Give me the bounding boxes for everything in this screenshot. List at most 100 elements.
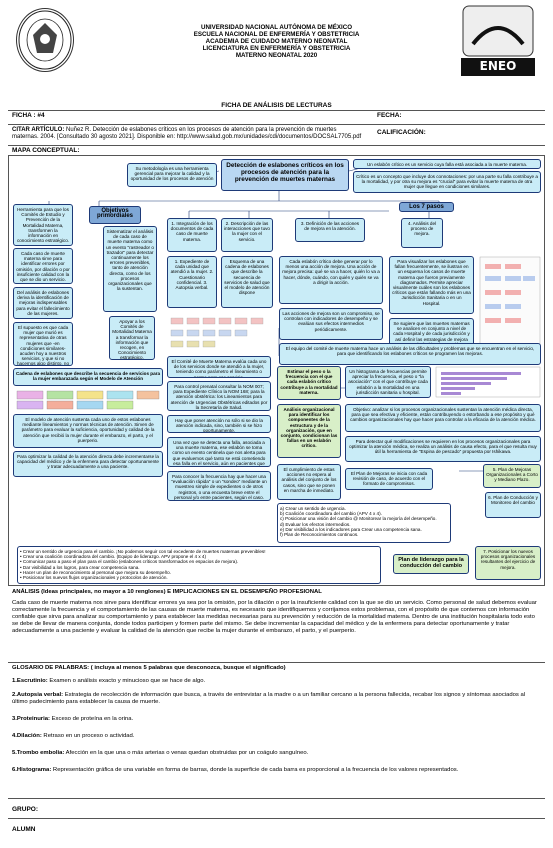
- paso-4-box: 4. Análisis del proceso de mejora.: [401, 218, 443, 248]
- control-prenatal-box: Para control prenatal consultar la NOM 0…: [167, 381, 271, 411]
- optimizar-box: Para optimizar la calidad de la atención…: [13, 451, 163, 477]
- glosario-def: Exceso de proteína en la orina.: [49, 716, 134, 722]
- cadena-diagram-thumbnail: [15, 389, 161, 411]
- header-line-2: ESCUELA NACIONAL DE ENFERMERÍA Y OBSTETR…: [193, 31, 360, 38]
- paso-4-detail-box: Para visualizar los eslabones que fallan…: [389, 256, 474, 314]
- cumplimiento-box: El cumplimiento de estas acciones no esp…: [277, 464, 341, 500]
- cases-diagram-thumbnail: [479, 256, 541, 346]
- glosario-term: 5.Trombo embolia:: [12, 750, 65, 756]
- glosario-item: 2.Autopsia verbal: Estrategia de recolec…: [12, 692, 539, 706]
- metodologia-box: Su metodología es una herramienta gerenc…: [127, 163, 217, 187]
- center-title-box: Detección de eslabones críticos en los p…: [221, 159, 349, 191]
- glosario-term: 1.Escrutinio:: [12, 678, 48, 684]
- lista-item: e) Dar visibilidad a los indicadores par…: [280, 526, 422, 532]
- analisis-title: ANÁLISIS (Ideas principales, no mayor a …: [12, 589, 322, 595]
- glosario-def: Estrategia de recolección de información…: [12, 692, 526, 705]
- glosario-term: 4.Dilación:: [12, 733, 42, 739]
- frecuencia-box: Para conocer la frecuencia hay que hacer…: [167, 471, 271, 501]
- paso-5-box: 5. Plan de Mejoras Organizacionales a Co…: [483, 464, 541, 488]
- bullet-item: • Crear un sentido de urgencia para el c…: [20, 549, 266, 554]
- glosario-item: 5.Trombo embolia: Afección en la que una…: [12, 750, 539, 757]
- paso-1-box: 1. Integración de los documentos de cada…: [167, 218, 217, 252]
- lista-item: c) Posicionar una visión del cambio @ Mo…: [280, 516, 437, 522]
- unam-seal-icon: [16, 8, 74, 72]
- eneo-logo-icon: ENEO: [455, 4, 540, 79]
- espina-pescado-box: Para detectar qué modificaciones se requ…: [345, 436, 541, 462]
- glosario-item: 3.Proteinuria: Exceso de proteína en la …: [12, 716, 539, 723]
- apoyar-box: Apoyar a los Comités de Mortalidad Mater…: [109, 316, 155, 360]
- estimar-peso-box: Estimar el peso o la frecuencia con el q…: [277, 366, 341, 400]
- equipo-comite-box: El equipo del comité de muerte materna h…: [279, 343, 541, 365]
- bullet-item: • Dar visibilidad a los logros, para cre…: [20, 564, 140, 570]
- lista-item: b) Coalición coordinadora del cambio (AP…: [280, 511, 382, 517]
- del-analisis-box: Del análisis de eslabones deriva la iden…: [13, 287, 73, 319]
- glosario-def: Examen o análisis exacto y minucioso que…: [47, 678, 206, 684]
- bullet-item: • Posicionar los nuevos flujos organizac…: [20, 575, 168, 581]
- objetivo-organizacional-box: Objetivo: analizar si los procesos organ…: [345, 404, 541, 432]
- paso-2-detail-box: Esquema de una cadena de eslabones que d…: [221, 256, 273, 308]
- comite-evalua-box: El Comité de Muerte Materna evalúa cada …: [167, 356, 271, 378]
- glosario-term: 2.Autopsia verbal:: [12, 692, 64, 698]
- chain-diagram-thumbnail: [169, 314, 273, 350]
- analisis-organizacional-box: Análisis organizacional para identificar…: [277, 404, 341, 458]
- siete-pasos-box: Los 7 pasos: [399, 202, 454, 212]
- oportunidad-box: Hay que poner atención no sólo si se dio…: [167, 415, 271, 433]
- header-line-4: LICENCIATURA EN ENFERMERÍA Y OBSTETRICIA: [202, 45, 351, 52]
- header-line-1: UNIVERSIDAD NACIONAL AUTÓNOMA DE MÉXICO: [200, 24, 353, 31]
- modelo-atencion-box: El modelo de atención sustenta cada uno …: [13, 414, 163, 448]
- evento-centinela-box: Una vez que se detecta una falla, asocia…: [167, 437, 271, 467]
- grupo-label: GRUPO:: [12, 806, 38, 813]
- analisis-text: Cada caso de muerte materna nos sirve pa…: [12, 600, 537, 634]
- paso-3-box: 3. Definición de las acciones de mejora …: [295, 218, 365, 242]
- herramienta-box: Herramienta para que los Comités de Estu…: [13, 204, 73, 246]
- glosario-title: GLOSARIO DE PALABRAS: ( incluya al menos…: [12, 665, 286, 671]
- header-line-5: MATERNO NEONATAL 2020: [235, 52, 318, 59]
- paso-6-box: 6. Plan de Conducción y Monitoreo del ca…: [485, 492, 541, 518]
- glosario-def: Afección en la que una o más arterias o …: [64, 750, 309, 756]
- citation: CITAR ARTÍCULO: Nuñez R. Detección de es…: [12, 127, 364, 141]
- paso-7-box: 7. Posicionar los nuevos procesos organi…: [475, 546, 541, 580]
- acciones-lista-box: a) Crear un sentido de urgencia. b) Coal…: [277, 503, 451, 543]
- bullet-item: • Comunicar paso a paso el plan para el …: [20, 559, 239, 565]
- plan-liderazgo-box: Plan de liderazgo para la conducción del…: [393, 554, 469, 574]
- histogram-thumbnail: [435, 366, 541, 398]
- plan-mejora-inicio-box: El Plan de Mejoras se inicia con cada re…: [345, 468, 433, 490]
- cadena-title-box: Cadena de eslabones que describe la secu…: [13, 368, 163, 386]
- cada-caso-box: Cada caso de muerte materna sirve para i…: [13, 248, 73, 284]
- paso-2-box: 2. Descripción de las interacciones que …: [221, 218, 273, 252]
- bullet-item: • Crear una coalición coordinadora del c…: [20, 554, 206, 560]
- ficha-label: FICHA : #4: [12, 112, 45, 119]
- lista-item: a) Crear un sentido de urgencia.: [280, 506, 346, 511]
- paso-1-detail-box: 1. Expediente de cada unidad que atendió…: [167, 256, 217, 308]
- bullet-item: • Hacer un plan de reconocimiento al per…: [20, 569, 171, 575]
- glosario-def: Retraso en un proceso o actividad.: [41, 733, 135, 739]
- document-header: UNIVERSIDAD NACIONAL AUTÓNOMA DE MÉXICO …: [0, 0, 553, 105]
- citar-text: Nuñez R. Detección de eslabones críticos…: [12, 127, 362, 140]
- lista-item: d) Evaluar los efectos intermedios.: [280, 521, 351, 527]
- header-line-3: ACADEMIA DE CUIDADO MATERNO NEONATAL: [205, 38, 348, 45]
- lista-item: f) Plan de Reconocimientos continuos.: [280, 532, 359, 538]
- concept-map: Su metodología es una herramienta gerenc…: [8, 155, 545, 586]
- form-title: FICHA DE ANÁLISIS DE LECTURAS: [221, 102, 332, 109]
- supuesto-box: El supuesto es que cada mujer que murió …: [13, 322, 73, 366]
- paso-4-sugerencia-box: Se sugiere que las muertes maternas se a…: [389, 318, 474, 346]
- eneo-logo-text: ENEO: [479, 59, 517, 73]
- calificacion-label: CALIFICACIÓN:: [377, 129, 426, 136]
- critico-definition-box: Crítico es un concepto que incluye dos c…: [353, 171, 541, 193]
- mapa-label: MAPA CONCEPTUAL:: [12, 147, 80, 154]
- citar-label: CITAR ARTÍCULO:: [12, 127, 66, 133]
- glosario-item: 4.Dilación: Retraso en un proceso o acti…: [12, 733, 539, 740]
- glosario-term: 6.Histograma:: [12, 767, 52, 773]
- histograma-text-box: Un histograma de frecuencias permite apr…: [345, 366, 431, 398]
- alumno-label: ALUMN: [12, 826, 36, 833]
- paso-3-compromiso-box: Las acciones de mejora son un compromiso…: [279, 308, 383, 340]
- eslabon-definition-box: Un eslabón crítico es un servicio cuya f…: [353, 159, 541, 169]
- bullets-box: • Crear un sentido de urgencia para el c…: [17, 546, 381, 584]
- glosario-def: Representación gráfica de una variable e…: [51, 767, 459, 773]
- glosario-term: 3.Proteinuria:: [12, 716, 50, 722]
- objetivos-box: Objetivos primordiales: [89, 206, 141, 224]
- fecha-label: FECHA:: [377, 112, 402, 119]
- sistematizar-box: Sistematizar el análisis de cada caso de…: [103, 226, 157, 312]
- glosario-item: 6.Histograma: Representación gráfica de …: [12, 767, 539, 774]
- paso-3-detail-box: Cada eslabón crítico debe generar por lo…: [279, 256, 383, 304]
